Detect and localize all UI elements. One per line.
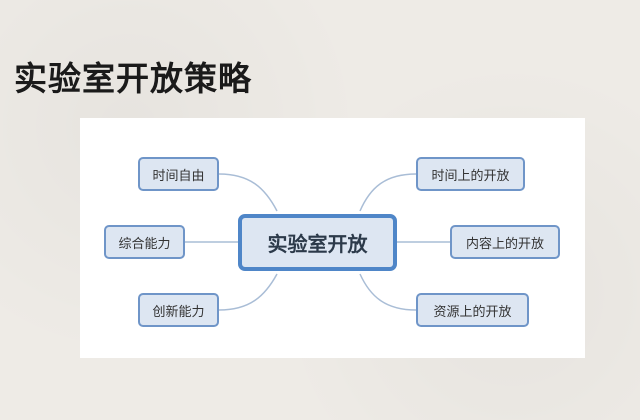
connectors xyxy=(185,173,450,311)
node-time-free: 时间自由 xyxy=(138,157,219,191)
mindmap-panel: 实验室开放 时间自由 综合能力 创新能力 时间上的开放 内容上的开放 资源上的开… xyxy=(80,118,585,358)
connector-time-open xyxy=(359,173,417,212)
node-innovation-ability: 创新能力 xyxy=(138,293,219,327)
connector-innovation xyxy=(218,273,278,311)
node-time-openness: 时间上的开放 xyxy=(416,157,525,191)
connector-resource-open xyxy=(359,273,417,311)
center-node: 实验室开放 xyxy=(238,214,397,271)
node-content-openness: 内容上的开放 xyxy=(450,225,560,259)
node-resource-openness: 资源上的开放 xyxy=(416,293,529,327)
connector-time-free xyxy=(218,173,278,212)
node-comprehensive-ability: 综合能力 xyxy=(104,225,185,259)
slide-title: 实验室开放策略 xyxy=(14,59,252,98)
